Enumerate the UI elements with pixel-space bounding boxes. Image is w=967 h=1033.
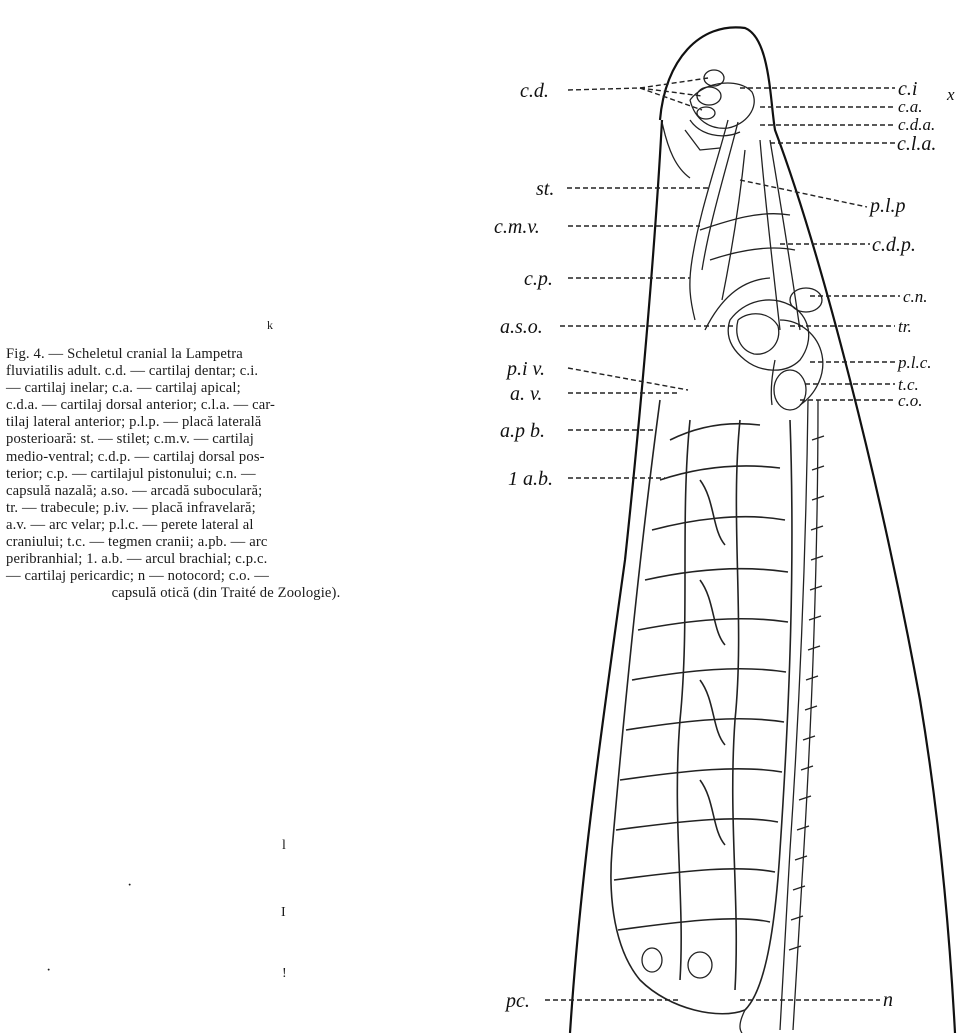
notochord <box>780 400 808 1030</box>
head-outline <box>660 27 955 1033</box>
vertebral-marks <box>789 436 824 950</box>
label-apb: a.p b. <box>500 420 545 442</box>
label-cda: c.d.a. <box>898 115 935 134</box>
label-st: st. <box>536 178 554 200</box>
label-co: c.o. <box>898 391 923 410</box>
label-cla: c.l.a. <box>897 133 936 155</box>
label-plc: p.l.c. <box>897 353 932 372</box>
label-x: x <box>946 85 955 104</box>
label-cd: c.d. <box>520 80 549 102</box>
label-piv: p.i v. <box>505 358 545 380</box>
label-ca: c.a. <box>898 97 923 116</box>
label-cmv: c.m.v. <box>494 216 540 238</box>
label-av: a. v. <box>510 383 542 405</box>
cranium-capsules <box>728 288 823 410</box>
label-tr: tr. <box>898 317 912 336</box>
label-plp: p.l.p <box>868 195 906 217</box>
label-n: n <box>883 989 893 1011</box>
branchial-basket <box>611 400 792 1014</box>
pericardic-cartilage <box>740 1010 745 1033</box>
label-pc: pc. <box>504 990 530 1012</box>
label-cp: c.p. <box>524 268 553 290</box>
notochord-edge <box>793 400 818 1030</box>
label-cdp: c.d.p. <box>872 234 916 256</box>
body-outline-left <box>570 120 662 1033</box>
label-aso: a.s.o. <box>500 316 543 338</box>
label-lab: 1 a.b. <box>508 468 553 490</box>
label-cn: c.n. <box>903 287 928 306</box>
left-leaders <box>545 78 735 1000</box>
oral-cartilages <box>685 70 754 150</box>
right-leaders <box>740 88 900 1000</box>
